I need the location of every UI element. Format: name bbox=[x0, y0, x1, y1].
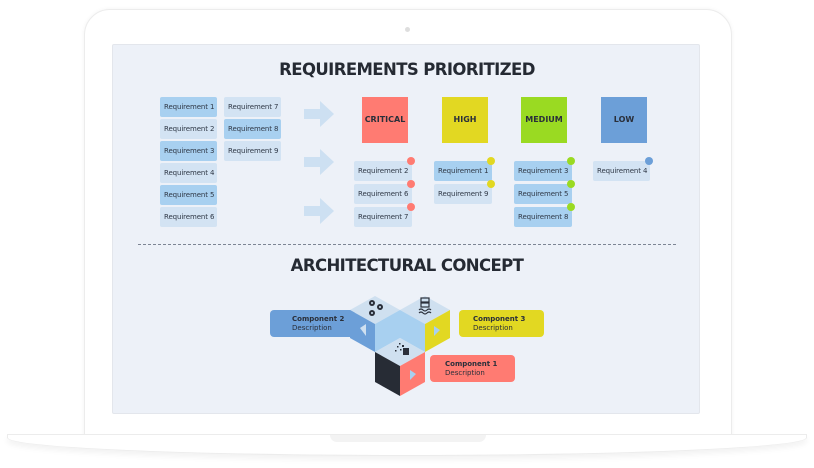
requirement-label: Requirement 2 bbox=[358, 167, 409, 175]
priority-dot-icon bbox=[567, 180, 575, 188]
arrow-right-icon bbox=[304, 149, 334, 175]
component-description: Description bbox=[292, 324, 332, 332]
requirements-title: REQUIREMENTS PRIORITIZED bbox=[279, 60, 535, 79]
priority-critical-box: CRITICAL bbox=[362, 97, 408, 143]
prioritized-requirement[interactable]: Requirement 9 bbox=[434, 180, 495, 204]
prioritized-requirement[interactable]: Requirement 2 bbox=[354, 157, 415, 181]
requirement-item[interactable]: Requirement 4 bbox=[160, 163, 217, 183]
component-2-label: Component 2 Description bbox=[270, 310, 355, 337]
priority-dot-icon bbox=[487, 180, 495, 188]
camera-dot bbox=[405, 27, 410, 32]
component-1-label: Component 1 Description bbox=[430, 355, 515, 382]
section-divider bbox=[138, 244, 676, 245]
prioritized-requirement[interactable]: Requirement 8 bbox=[514, 203, 575, 227]
requirement-item[interactable]: Requirement 5 bbox=[160, 185, 217, 205]
requirement-item[interactable]: Requirement 7 bbox=[224, 97, 281, 117]
requirement-label: Requirement 9 bbox=[438, 190, 489, 198]
priority-medium-box: MEDIUM bbox=[521, 97, 567, 143]
requirement-item[interactable]: Requirement 1 bbox=[160, 97, 217, 117]
requirement-item[interactable]: Requirement 9 bbox=[224, 141, 281, 161]
component-name: Component 1 bbox=[445, 360, 498, 368]
requirement-label: Requirement 8 bbox=[518, 213, 569, 221]
priority-dot-icon bbox=[567, 157, 575, 165]
component-name: Component 3 bbox=[473, 315, 526, 323]
requirement-label: Requirement 5 bbox=[518, 190, 569, 198]
component-1-cube bbox=[375, 338, 425, 396]
requirement-item[interactable]: Requirement 2 bbox=[160, 119, 217, 139]
component-2-cube bbox=[350, 296, 400, 352]
priority-low-box: LOW bbox=[601, 97, 647, 143]
prioritized-requirement[interactable]: Requirement 5 bbox=[514, 180, 575, 204]
laptop-notch bbox=[330, 435, 486, 442]
priority-dot-icon bbox=[487, 157, 495, 165]
component-name: Component 2 bbox=[292, 315, 345, 323]
priority-high-box: HIGH bbox=[442, 97, 488, 143]
architecture-title: ARCHITECTURAL CONCEPT bbox=[290, 256, 524, 275]
requirement-label: Requirement 3 bbox=[518, 167, 569, 175]
priority-dot-icon bbox=[407, 157, 415, 165]
priority-dot-icon bbox=[407, 180, 415, 188]
requirement-label: Requirement 4 bbox=[597, 167, 648, 175]
gears-icon bbox=[369, 300, 383, 316]
server-stack-icon bbox=[418, 297, 432, 315]
requirement-item[interactable]: Requirement 3 bbox=[160, 141, 217, 161]
prioritized-requirement[interactable]: Requirement 1 bbox=[434, 157, 495, 181]
requirement-label: Requirement 1 bbox=[438, 167, 489, 175]
architecture-cubes bbox=[350, 296, 450, 396]
prioritized-requirement[interactable]: Requirement 4 bbox=[593, 157, 653, 181]
priority-dot-icon bbox=[407, 203, 415, 211]
requirement-label: Requirement 7 bbox=[358, 213, 409, 221]
component-description: Description bbox=[473, 324, 513, 332]
prioritized-requirement[interactable]: Requirement 7 bbox=[354, 203, 415, 227]
priority-dot-icon bbox=[567, 203, 575, 211]
priority-dot-icon bbox=[645, 157, 653, 165]
component-3-label: Component 3 Description bbox=[459, 310, 544, 337]
arrow-right-icon bbox=[304, 101, 334, 127]
requirement-item[interactable]: Requirement 8 bbox=[224, 119, 281, 139]
prioritized-requirement[interactable]: Requirement 6 bbox=[354, 180, 415, 204]
pixel-blocks-icon bbox=[395, 343, 409, 355]
arrow-right-icon bbox=[304, 198, 334, 224]
component-description: Description bbox=[445, 369, 485, 377]
requirement-label: Requirement 6 bbox=[358, 190, 409, 198]
requirement-item[interactable]: Requirement 6 bbox=[160, 207, 217, 227]
prioritized-requirement[interactable]: Requirement 3 bbox=[514, 157, 575, 181]
